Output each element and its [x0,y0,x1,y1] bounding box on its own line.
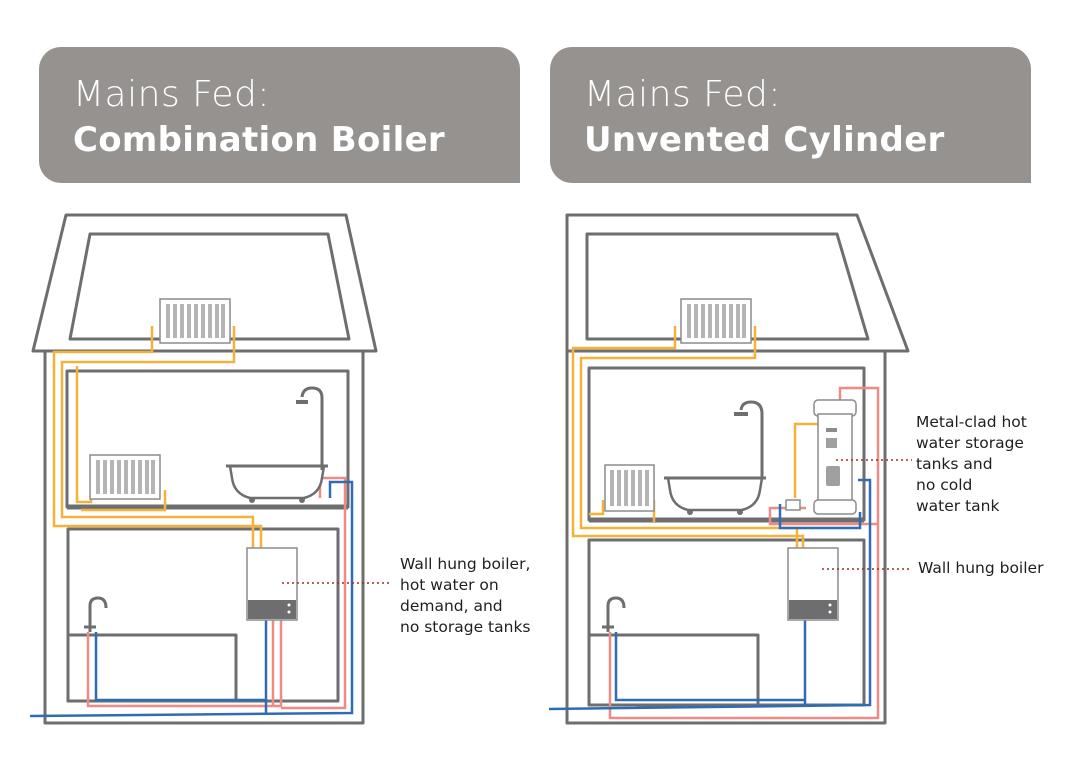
radiator-loft [679,297,753,345]
label-line: water storage [916,434,1024,452]
header-unvented-cylinder: Mains Fed: Unvented Cylinder [550,47,1031,183]
header-combination-boiler: Mains Fed: Combination Boiler [39,47,520,183]
header-title-line1: Mains Fed: [584,74,782,115]
label-line: demand, and [400,597,503,615]
label-wall-hung-boiler: Wall hung boiler [918,558,1068,579]
header-title-line1: Mains Fed: [73,74,271,115]
bath [224,464,330,505]
valve [785,499,801,511]
combi-boiler [246,547,298,621]
label-line: Wall hung boiler [918,559,1044,577]
label-line: no cold [916,476,973,494]
label-combi-boiler: Wall hung boiler, hot water on demand, a… [400,554,560,638]
label-line: hot water on [400,576,499,594]
label-line: Wall hung boiler, [400,555,531,573]
label-line: water tank [916,497,1000,515]
radiator-bathroom [88,453,162,501]
hot-water-cylinder [813,399,857,515]
label-metal-clad-tanks: Metal-clad hot water storage tanks and n… [916,412,1066,517]
house-unvented [548,213,912,725]
radiator-loft [158,297,232,345]
tap-icon [602,596,626,632]
label-line: Metal-clad hot [916,413,1027,431]
shower-icon [296,386,324,470]
wall-boiler [787,547,839,621]
header-title-line2: Combination Boiler [73,120,445,160]
shower-icon [734,400,764,478]
bath [662,476,768,517]
tap-icon [84,596,108,632]
label-line: no storage tanks [400,618,531,636]
house-combination [29,213,392,725]
label-line: tanks and [916,455,993,473]
header-title-line2: Unvented Cylinder [584,120,945,160]
